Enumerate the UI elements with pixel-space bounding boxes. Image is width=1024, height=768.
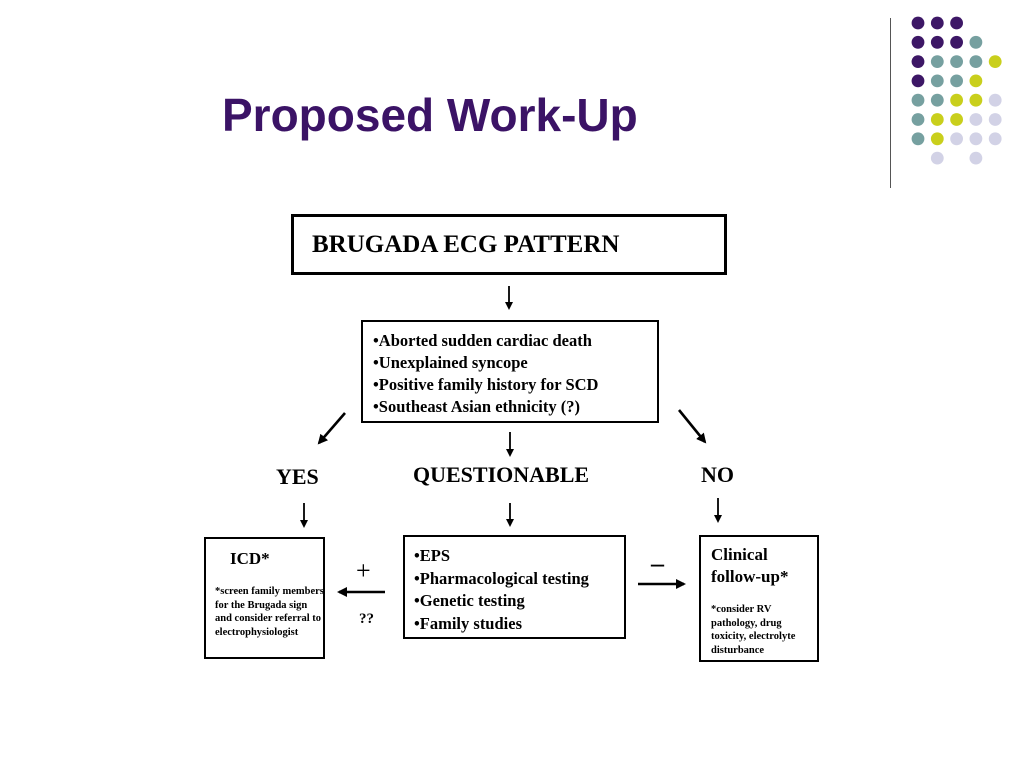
decorative-dot (969, 113, 983, 126)
workup-item: •Family studies (414, 613, 522, 633)
title-divider (890, 18, 891, 188)
decorative-dot (950, 93, 963, 107)
decorative-dot (988, 132, 1002, 146)
criteria-item: •Southeast Asian ethnicity (?) (373, 397, 580, 416)
decorative-dot-grid (911, 16, 1002, 165)
arrow-criteria-to-yes (317, 412, 346, 445)
decorative-dot (930, 35, 944, 49)
decorative-dot (988, 93, 1002, 107)
decorative-dot (969, 35, 983, 49)
decorative-dot (950, 74, 963, 88)
decorative-dot (969, 151, 983, 165)
clinical-note: *consider RV pathology, drug toxicity, e… (711, 604, 796, 656)
decorative-dot (911, 113, 925, 126)
brugada-pattern-box: BRUGADA ECG PATTERN (291, 214, 727, 275)
icd-box: ICD* *screen family members for the Brug… (204, 537, 325, 659)
decorative-dot (930, 74, 944, 88)
decorative-dot (930, 132, 944, 146)
unknown-marker: ?? (359, 611, 374, 627)
clinical-followup-box: Clinical follow-up* *consider RV patholo… (699, 535, 819, 662)
decorative-dot (950, 113, 963, 126)
criteria-item: •Unexplained syncope (373, 353, 528, 372)
plus-sign: + (356, 556, 371, 585)
decorative-dot (930, 93, 944, 107)
workup-item: •EPS (414, 546, 451, 565)
workup-item: •Genetic testing (414, 591, 525, 610)
criteria-box: •Aborted sudden cardiac death •Unexplain… (361, 320, 659, 423)
decorative-dot (969, 74, 983, 88)
decorative-dot (950, 132, 963, 146)
decorative-dot (988, 55, 1002, 68)
decorative-dot (930, 55, 944, 68)
decorative-dot (950, 35, 963, 49)
decorative-dot (930, 16, 944, 30)
clinical-heading: Clinical follow-up* (711, 545, 789, 586)
decorative-dot (911, 93, 925, 107)
decorative-dot (969, 132, 983, 146)
decorative-dot (930, 151, 944, 165)
arrow-criteria-to-no (677, 409, 707, 444)
decorative-dot (950, 16, 963, 30)
workup-item: •Pharmacological testing (414, 568, 589, 588)
brugada-pattern-label: BRUGADA ECG PATTERN (312, 231, 620, 258)
icd-note: *screen family members for the Brugada s… (215, 586, 324, 638)
decorative-dot (969, 55, 983, 68)
decorative-dot (911, 74, 925, 88)
decorative-dot (988, 113, 1002, 126)
decorative-dot (911, 16, 925, 30)
decorative-dot (911, 55, 925, 68)
decorative-dot (911, 132, 925, 146)
decorative-dot (950, 55, 963, 68)
minus-sign: – (651, 549, 664, 578)
decorative-dot (930, 113, 944, 126)
criteria-item: •Aborted sudden cardiac death (373, 331, 592, 350)
criteria-item: •Positive family history for SCD (373, 375, 599, 394)
workup-box: •EPS •Pharmacological testing •Genetic t… (403, 535, 626, 639)
branch-questionable-label: QUESTIONABLE (413, 462, 590, 487)
branch-no-label: NO (701, 462, 734, 487)
icd-heading: ICD* (230, 549, 270, 568)
decorative-dot (969, 93, 983, 107)
decorative-dot (911, 35, 925, 49)
branch-yes-label: YES (276, 464, 319, 489)
slide-title: Proposed Work-Up (222, 89, 638, 141)
